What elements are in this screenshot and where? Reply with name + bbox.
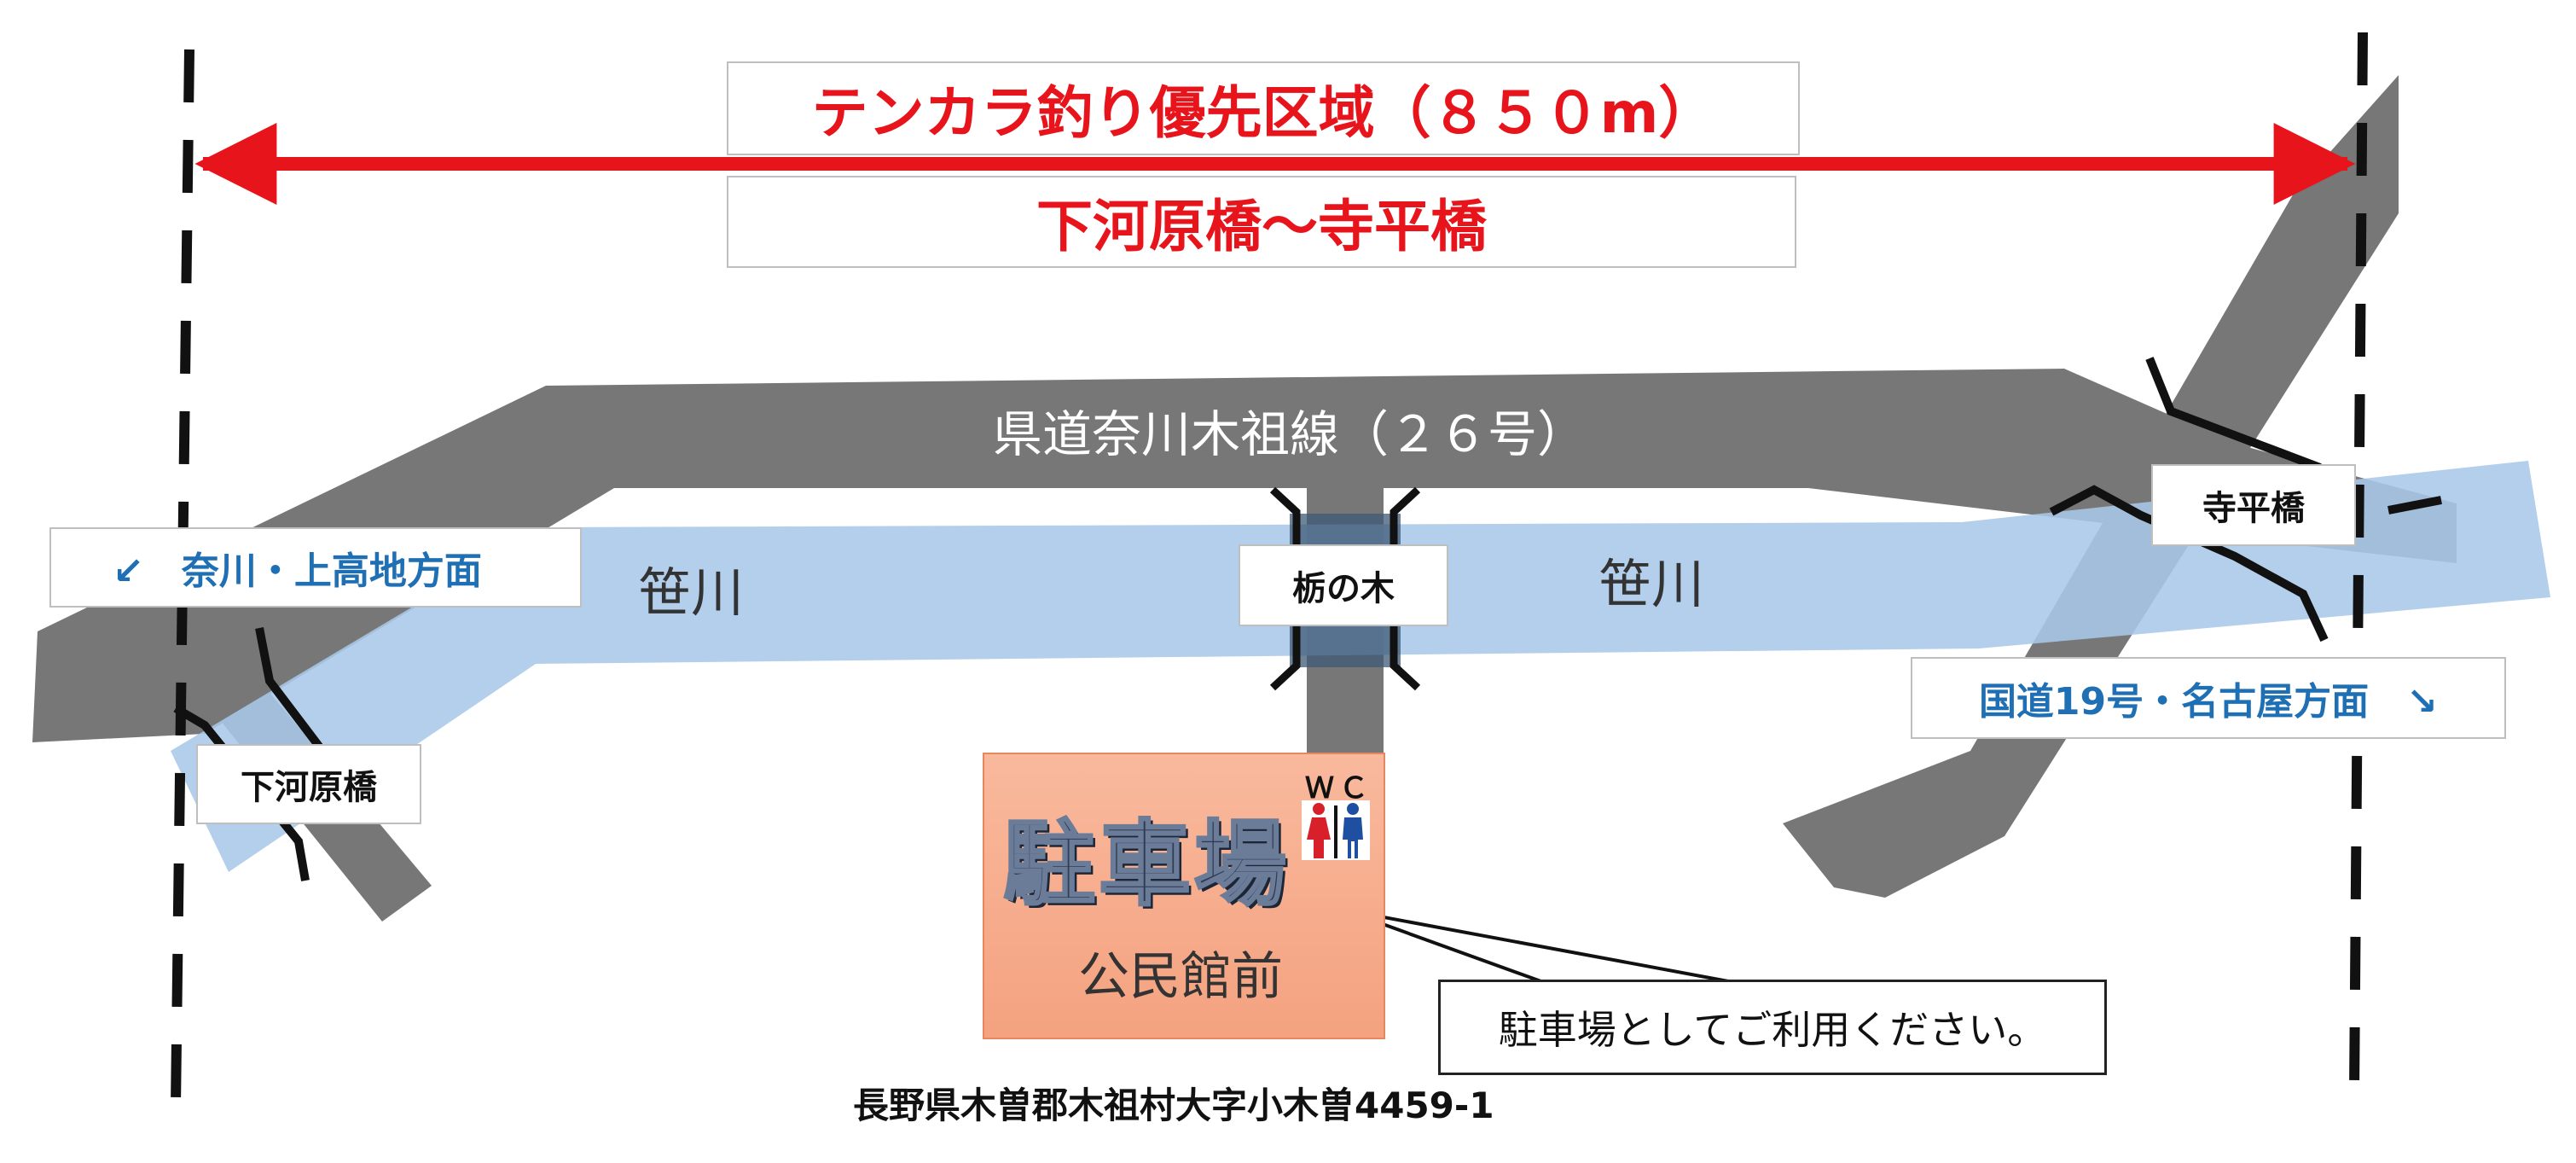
sasagawa-river [171, 461, 2550, 872]
prefectural-road-label: 県道奈川木祖線（２６号） [993, 405, 1587, 463]
bridge-label-tochinoki: 栃の木 [1239, 544, 1448, 626]
road-diagonal-east [1783, 75, 2399, 898]
parking-callout: 駐車場としてご利用ください。 [1438, 980, 2107, 1075]
female-icon [1307, 803, 1331, 858]
direction-route19-nagoya: 国道19号・名古屋方面 ↘ [1911, 657, 2506, 739]
parking-area: 駐車場 ＷＣ 公民館前 [983, 753, 1385, 1039]
address: 長野県木曽郡木祖村大字小木曽4459-1 [853, 1084, 1494, 1126]
river-label-east: 笹川 [1598, 553, 1705, 615]
title-priority-zone: テンカラ釣り優先区域（８５０m） [727, 61, 1800, 155]
wc-label: ＷＣ [1305, 771, 1373, 805]
title-bridge-range: 下河原橋〜寺平橋 [727, 176, 1796, 268]
restroom-icon [1302, 800, 1370, 860]
bridge-label-shimokawara: 下河原橋 [196, 744, 421, 824]
river-label-west: 笹川 [638, 561, 745, 624]
parking-title: 駐車場 [1001, 811, 1291, 920]
callout-leader [1342, 908, 1729, 985]
direction-nagawa-kamikochi: ↙ 奈川・上高地方面 [49, 527, 582, 608]
prefectural-road [32, 369, 2457, 742]
male-icon [1343, 803, 1363, 858]
parking-subtitle: 公民館前 [1078, 947, 1283, 1007]
bridge-label-teradaira: 寺平橋 [2151, 464, 2356, 546]
